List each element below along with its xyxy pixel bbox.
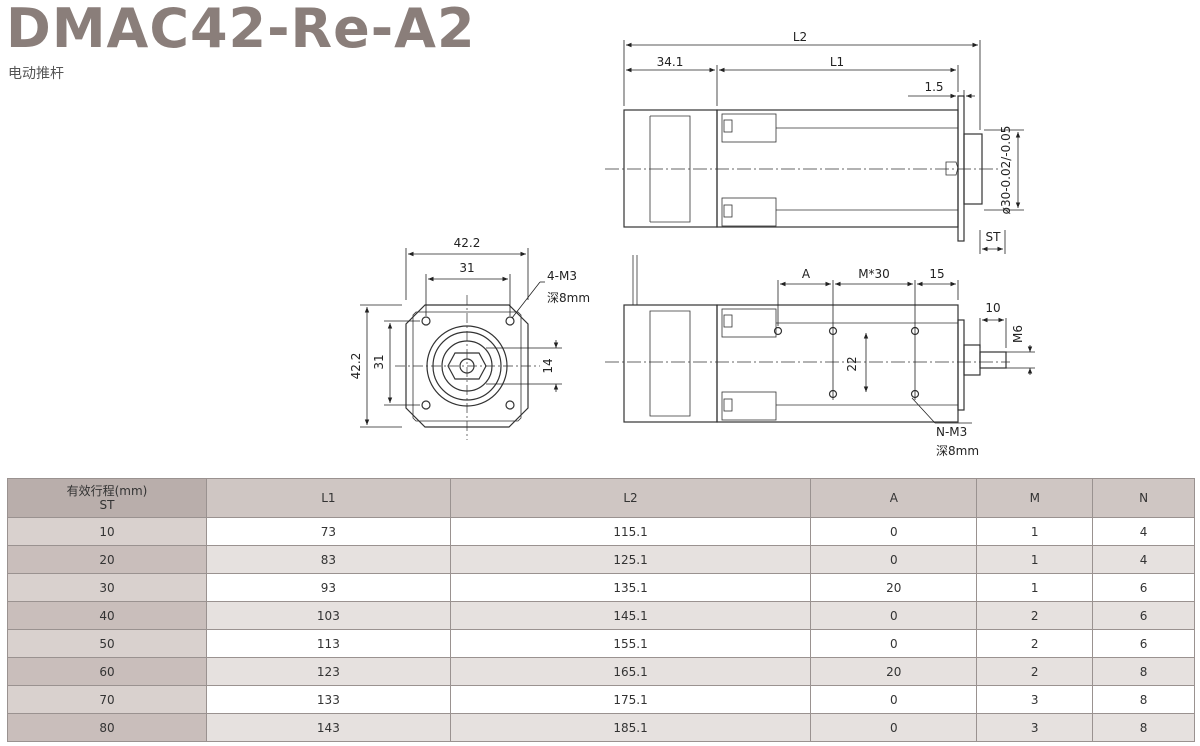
cell-l1: 113 <box>206 629 451 658</box>
cell-n: 6 <box>1092 573 1195 602</box>
header-stroke-st: ST <box>99 498 115 512</box>
cell-l1: 93 <box>206 573 451 602</box>
header-a: A <box>810 478 978 518</box>
cell-l2: 145.1 <box>449 601 812 630</box>
cell-m: 1 <box>976 573 1094 602</box>
cell-st: 30 <box>7 573 207 602</box>
side-thread-label: M6 <box>1011 325 1025 343</box>
top-motor-length-label: 34.1 <box>657 55 684 69</box>
cell-l1: 133 <box>206 685 451 714</box>
cell-l2: 155.1 <box>449 629 812 658</box>
cell-l2: 135.1 <box>449 573 812 602</box>
top-view-dimensions <box>623 40 1024 254</box>
cell-n: 6 <box>1092 601 1195 630</box>
cell-n: 8 <box>1092 685 1195 714</box>
header-l2: L2 <box>449 478 812 518</box>
top-flange-label: 1.5 <box>924 80 943 94</box>
cell-m: 2 <box>976 657 1094 686</box>
cell-a: 0 <box>810 545 978 574</box>
front-hole-spec-label: 4-M3 <box>547 269 577 283</box>
cell-a: 20 <box>810 573 978 602</box>
side-hole-depth-label: 深8mm <box>936 444 979 458</box>
header-m: M <box>976 478 1094 518</box>
front-height-inner-label: 31 <box>372 354 386 369</box>
cell-n: 8 <box>1092 657 1195 686</box>
cell-st: 50 <box>7 629 207 658</box>
cell-m: 2 <box>976 629 1094 658</box>
top-body-length-label: L1 <box>830 55 844 69</box>
cell-l1: 123 <box>206 657 451 686</box>
table-header-row: 有效行程(mm) ST L1 L2 A M N <box>7 478 1195 518</box>
cell-m: 2 <box>976 601 1094 630</box>
cell-l1: 83 <box>206 545 451 574</box>
cell-st: 40 <box>7 601 207 630</box>
front-width-inner-label: 31 <box>459 261 474 275</box>
front-shaft-label: 14 <box>541 358 555 373</box>
top-rod-diameter-label: ø30-0.02/-0.05 <box>999 126 1013 215</box>
front-view <box>395 295 540 440</box>
cell-l1: 143 <box>206 713 451 742</box>
product-subtitle: 电动推杆 <box>8 66 64 82</box>
cell-a: 0 <box>810 685 978 714</box>
cell-m: 3 <box>976 713 1094 742</box>
cell-n: 4 <box>1092 517 1195 546</box>
top-total-length-label: L2 <box>793 30 807 44</box>
cell-l1: 73 <box>206 517 451 546</box>
cell-n: 8 <box>1092 713 1195 742</box>
cell-l2: 165.1 <box>449 657 812 686</box>
side-pitch-label: M*30 <box>858 267 890 281</box>
cell-l2: 185.1 <box>449 713 812 742</box>
cell-n: 6 <box>1092 629 1195 658</box>
side-a-label: A <box>802 267 811 281</box>
cell-m: 3 <box>976 685 1094 714</box>
top-view <box>605 95 1000 242</box>
cell-st: 60 <box>7 657 207 686</box>
cell-n: 4 <box>1092 545 1195 574</box>
cell-a: 20 <box>810 657 978 686</box>
header-stroke: 有效行程(mm) ST <box>7 478 207 518</box>
side-spacing-label: 22 <box>845 356 859 371</box>
front-hole-depth-label: 深8mm <box>547 291 590 305</box>
cell-a: 0 <box>810 713 978 742</box>
cell-l2: 175.1 <box>449 685 812 714</box>
side-rod-length-label: 10 <box>985 301 1000 315</box>
front-height-outer-label: 42.2 <box>349 353 363 380</box>
front-width-outer-label: 42.2 <box>454 236 481 250</box>
side-hole-spec-label: N-M3 <box>936 425 967 439</box>
cell-l2: 125.1 <box>449 545 812 574</box>
cell-l1: 103 <box>206 601 451 630</box>
cell-st: 80 <box>7 713 207 742</box>
side-view-dimensions <box>777 280 1035 424</box>
header-stroke-cn: 有效行程(mm) <box>66 484 148 498</box>
model-title: DMAC42-Re-A2 <box>6 0 476 60</box>
cell-a: 0 <box>810 517 978 546</box>
cell-m: 1 <box>976 517 1094 546</box>
side-stroke-label: ST <box>986 230 1002 244</box>
cell-st: 70 <box>7 685 207 714</box>
side-view <box>605 255 1010 423</box>
front-view-dimensions <box>360 248 562 428</box>
header-l1: L1 <box>206 478 451 518</box>
cell-a: 0 <box>810 629 978 658</box>
cell-st: 10 <box>7 517 207 546</box>
cell-st: 20 <box>7 545 207 574</box>
technical-drawing: 42.2 31 42.2 31 14 4-M3 深8mm <box>349 30 1035 458</box>
side-end-label: 15 <box>929 267 944 281</box>
cell-m: 1 <box>976 545 1094 574</box>
cell-l2: 115.1 <box>449 517 812 546</box>
cell-a: 0 <box>810 601 978 630</box>
header-n: N <box>1092 478 1195 518</box>
